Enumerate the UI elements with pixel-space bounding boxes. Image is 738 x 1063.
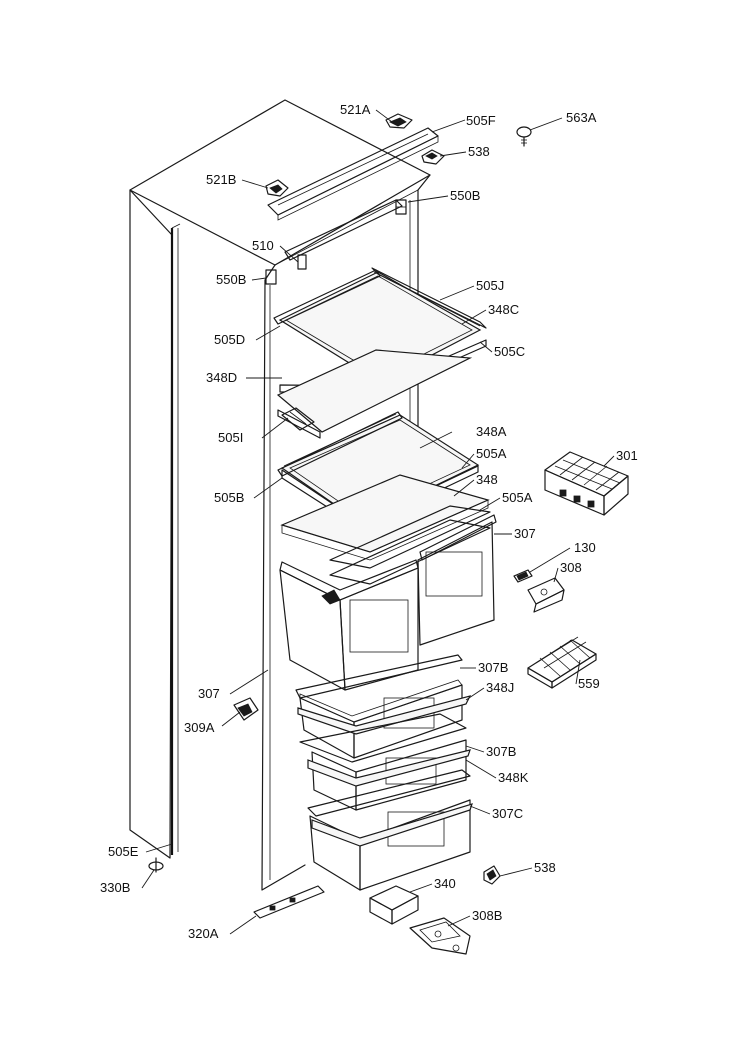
freezer-drawer-307B-upper [295, 654, 472, 759]
egg-tray-559 [527, 636, 597, 689]
label-563A: 563A [566, 110, 597, 125]
label-309A: 309A [184, 720, 215, 735]
label-521B: 521B [206, 172, 236, 187]
label-505E: 505E [108, 844, 139, 859]
crisper-drawer-307-right [417, 514, 497, 646]
ice-tray-301 [544, 451, 629, 516]
part-130 [513, 569, 533, 583]
clip-550B-left [265, 269, 277, 285]
label-505J: 505J [476, 278, 504, 293]
label-348D: 348D [206, 370, 237, 385]
leader-lines [141, 109, 615, 935]
label-301: 301 [616, 448, 638, 463]
label-510: 510 [252, 238, 274, 253]
label-130: 130 [574, 540, 596, 555]
label-340: 340 [434, 876, 456, 891]
label-521A: 521A [340, 102, 371, 117]
label-330B: 330B [100, 880, 130, 895]
foot-330B [148, 857, 164, 873]
freezer-drawer-307C-bottom [307, 769, 473, 891]
label-308B: 308B [472, 908, 502, 923]
label-320A: 320A [188, 926, 219, 941]
label-559: 559 [578, 676, 600, 691]
label-348: 348 [476, 472, 498, 487]
part-labels: 521A 505F 563A 538 521B 550B 510 550B 50… [100, 102, 638, 941]
label-308: 308 [560, 560, 582, 575]
label-348A: 348A [476, 424, 507, 439]
label-505F: 505F [466, 113, 496, 128]
label-307C: 307C [492, 806, 523, 821]
clip-538-bottom [483, 865, 501, 885]
clip-309A [233, 697, 259, 721]
label-538-top: 538 [468, 144, 490, 159]
pin-521B [265, 179, 289, 197]
label-348C: 348C [488, 302, 519, 317]
screw-563A [516, 126, 532, 147]
label-307-left: 307 [198, 686, 220, 701]
crisper-glass-plate [280, 474, 491, 585]
label-348K: 348K [498, 770, 529, 785]
hinge-bracket-308B [409, 917, 471, 955]
label-307-top: 307 [514, 526, 536, 541]
label-505A-bottom: 505A [502, 490, 533, 505]
label-307B-middle: 307B [486, 744, 516, 759]
label-505C: 505C [494, 344, 525, 359]
half-glass-shelf [276, 349, 473, 439]
label-505D: 505D [214, 332, 245, 347]
light-rail-510 [284, 199, 403, 270]
clip-538-top [421, 149, 445, 165]
label-538-bottom: 538 [534, 860, 556, 875]
bottom-rail-320A [253, 885, 325, 919]
hinge-bracket-308 [527, 577, 565, 613]
label-348J: 348J [486, 680, 514, 695]
freezer-drawer-307B-middle [299, 713, 471, 811]
label-307B-upper: 307B [478, 660, 508, 675]
label-505I: 505I [218, 430, 243, 445]
label-505B: 505B [214, 490, 244, 505]
top-hinge-rail [267, 127, 439, 221]
box-340 [369, 885, 419, 925]
crisper-drawer-307 [279, 559, 419, 691]
bracket-521A [385, 113, 413, 129]
label-550B-top: 550B [450, 188, 480, 203]
label-505A-top: 505A [476, 446, 507, 461]
label-550B-left: 550B [216, 272, 246, 287]
